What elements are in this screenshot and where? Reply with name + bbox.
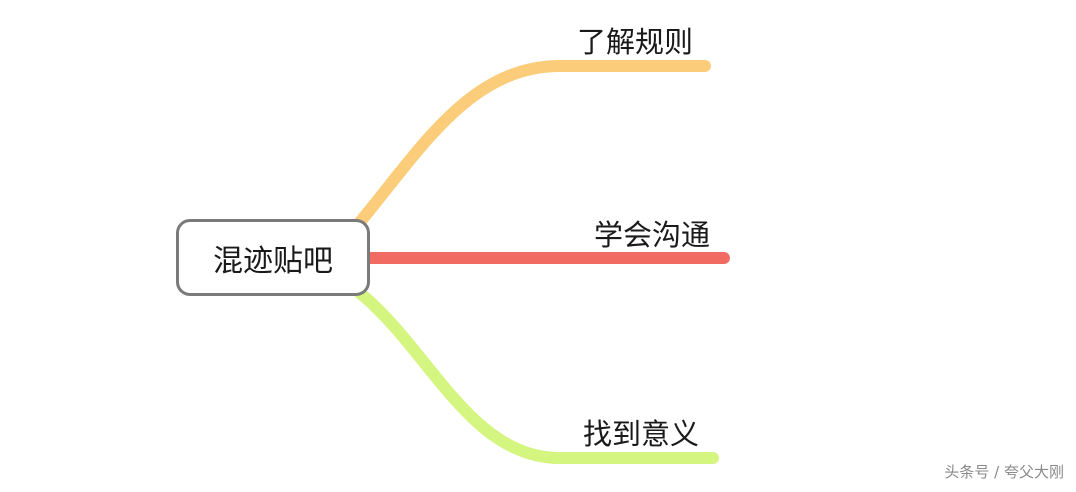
central-topic-node[interactable]: 混迹贴吧 bbox=[176, 219, 370, 296]
central-topic-label: 混迹贴吧 bbox=[213, 243, 333, 279]
branch-label-communication[interactable]: 学会沟通 bbox=[594, 218, 711, 252]
branch-line-rules bbox=[354, 60, 711, 228]
branch-label-rules[interactable]: 了解规则 bbox=[577, 25, 694, 59]
branch-label-meaning[interactable]: 找到意义 bbox=[583, 417, 700, 451]
branch-line-meaning bbox=[354, 287, 719, 464]
watermark: 头条号 / 夸父大刚 bbox=[944, 463, 1064, 481]
